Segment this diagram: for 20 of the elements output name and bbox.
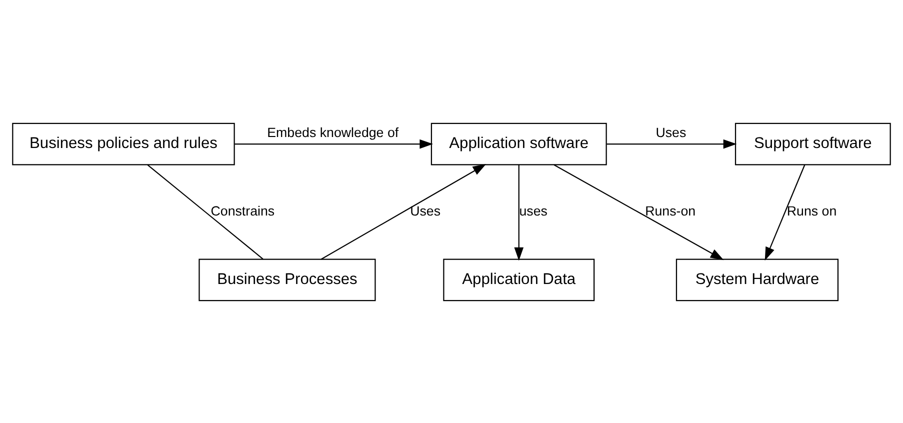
edge-label: Runs-on [645, 202, 696, 218]
connector [147, 164, 264, 259]
edge-label: Uses [656, 124, 686, 140]
arrow [320, 164, 486, 260]
node-box: Support software [734, 122, 891, 165]
arrow [514, 164, 524, 260]
node-box: Application software [430, 122, 607, 165]
arrow [234, 138, 434, 148]
node-box: System Hardware [676, 258, 839, 301]
edge-label: uses [519, 202, 548, 218]
node-box: Business policies and rules [12, 122, 235, 165]
edge-label: Uses [410, 202, 441, 218]
arrow [554, 164, 724, 260]
node-box: Application Data [443, 258, 595, 301]
edge-label: Constrains [210, 202, 275, 218]
arrow [764, 164, 806, 260]
edge-label: Embeds knowledge of [267, 124, 399, 140]
arrow [606, 138, 737, 148]
node-box: Business Processes [198, 258, 376, 301]
edge-label: Runs on [786, 202, 837, 218]
